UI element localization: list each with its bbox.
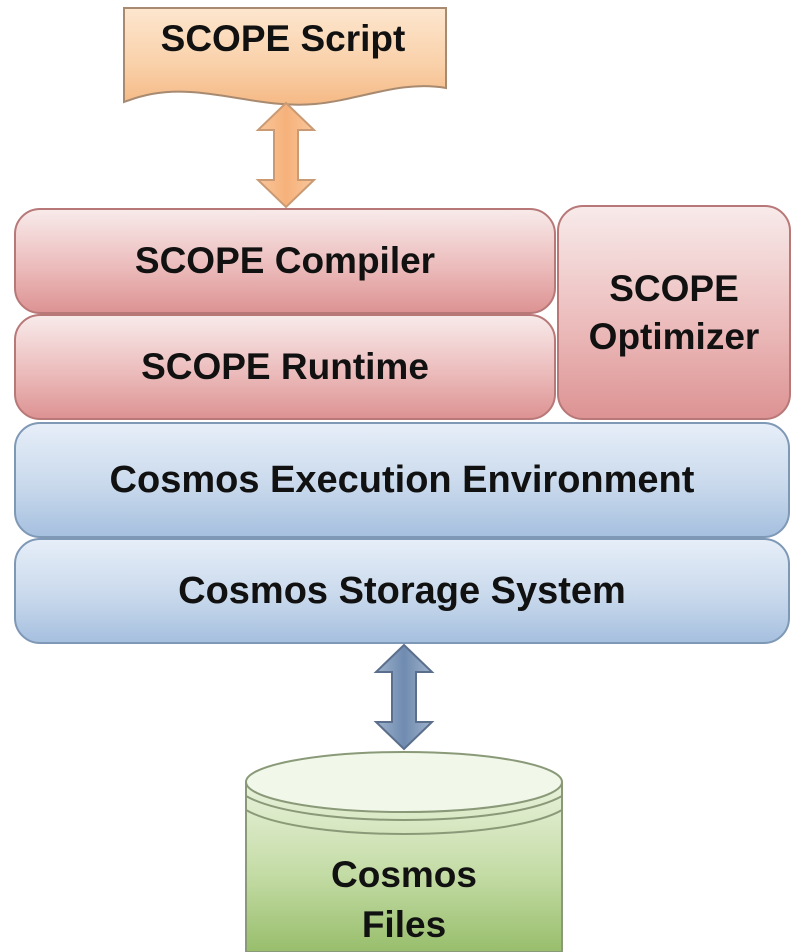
cosmos-files-label: Cosmos Files: [246, 850, 562, 950]
scope-compiler-layer: SCOPE Compiler: [14, 208, 556, 314]
double-arrow-icon: [255, 101, 317, 209]
cosmos-execution-layer: Cosmos Execution Environment: [14, 422, 790, 538]
double-arrow-icon: [373, 643, 435, 751]
cosmos-files-label-line2: Files: [361, 904, 447, 945]
scope-optimizer-label-line2: Optimizer: [588, 315, 760, 357]
cosmos-files-label-line1: Cosmos: [331, 854, 477, 895]
database-cylinder-icon: [245, 751, 563, 952]
scope-script-document: [123, 7, 447, 106]
cosmos-execution-label: Cosmos Execution Environment: [109, 458, 695, 501]
cosmos-storage-layer: Cosmos Storage System: [14, 538, 790, 644]
scope-script-label: SCOPE Script: [160, 18, 406, 59]
scope-runtime-label: SCOPE Runtime: [141, 346, 429, 387]
scope-runtime-layer: SCOPE Runtime: [14, 314, 556, 420]
cosmos-storage-label: Cosmos Storage System: [178, 569, 626, 612]
scope-compiler-label: SCOPE Compiler: [134, 240, 436, 281]
scope-optimizer-layer: SCOPE Optimizer: [557, 205, 791, 420]
scope-optimizer-label-line1: SCOPE: [609, 267, 739, 309]
